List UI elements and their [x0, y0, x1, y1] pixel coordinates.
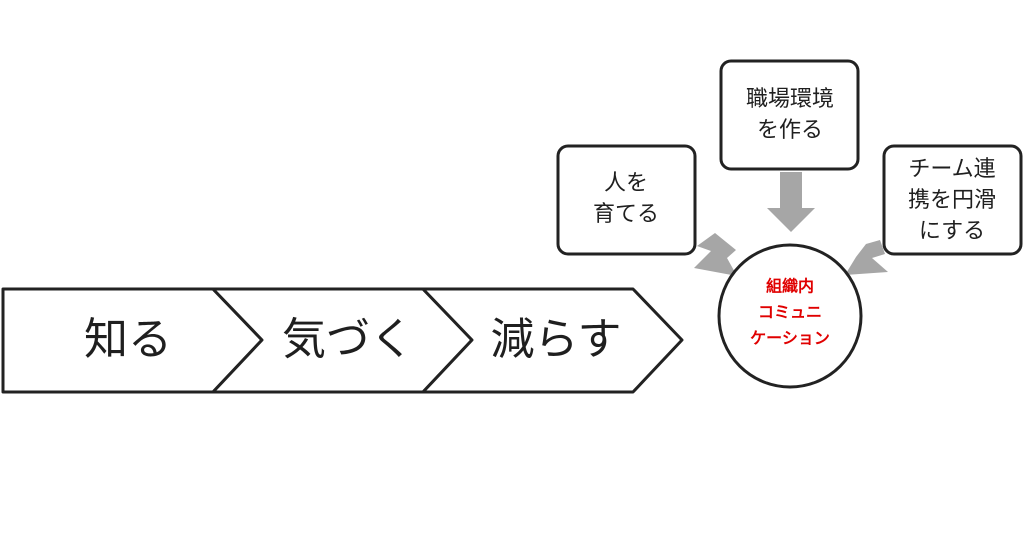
center-text-line-2: コミュニ: [758, 303, 822, 322]
input-text-workplace-line-2: を作る: [757, 118, 823, 143]
step-label-know: 知る: [84, 314, 172, 365]
input-text-teamwork-line-2: 携を円滑: [908, 188, 996, 213]
input-text-develop-people-line-2: 育てる: [593, 202, 659, 227]
center-circle: [717, 243, 863, 389]
input-arrows: [694, 172, 888, 276]
input-box-workplace: [719, 59, 860, 171]
center-node: 組織内 コミュニ ケーション: [717, 243, 863, 389]
input-text-teamwork-line-3: にする: [919, 219, 985, 244]
center-text-line-1: 組織内: [766, 277, 814, 296]
input-text-workplace-line-1: 職場環境: [746, 87, 834, 112]
input-text-develop-people-line-1: 人を: [604, 171, 648, 196]
input-text-teamwork-line-1: チーム連: [908, 157, 995, 182]
arrow-from-teamwork: [845, 240, 888, 275]
step-shape-reduce: [421, 287, 684, 394]
input-box-develop-people: [556, 144, 697, 256]
step-label-notice: 気づく: [282, 314, 414, 365]
arrow-from-workplace: [767, 172, 815, 232]
input-boxes: 人を 育てる 職場環境 を作る チーム連 携を円滑 にする: [556, 59, 1023, 256]
input-box-teamwork: [882, 144, 1023, 256]
center-text-line-3: ケーション: [750, 329, 830, 348]
step-label-reduce: 減らす: [490, 314, 621, 365]
process-flow: 知る 気づく 減らす: [1, 287, 684, 394]
arrow-from-develop-people: [694, 233, 737, 276]
